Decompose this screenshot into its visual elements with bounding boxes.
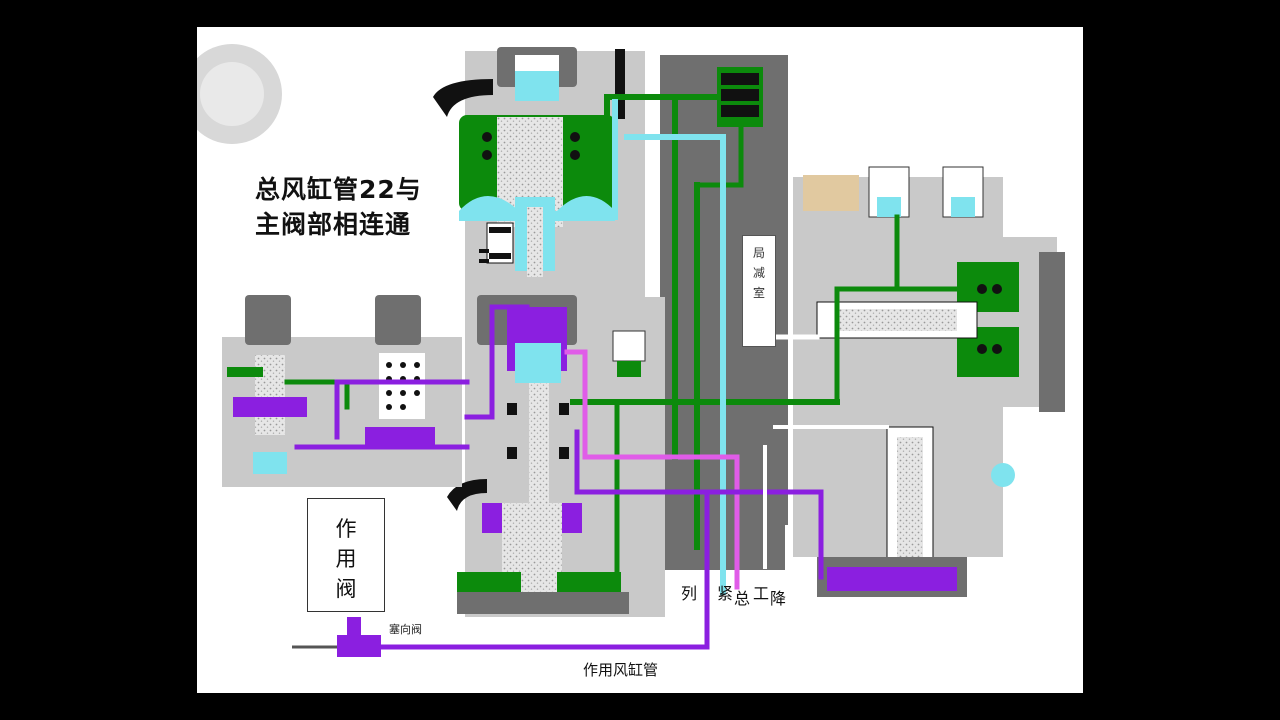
check-valve (337, 635, 381, 657)
pipe-label: 列 (681, 584, 698, 603)
pipe-label: 紧 (717, 584, 734, 603)
reducing-chamber-char: 局 (752, 246, 765, 260)
slide: 总风缸管22与 主阀部相连通 作 用 阀 局 减 室 塞向阀 作用风缸管 列 紧… (197, 27, 1083, 693)
action-valve-char: 阀 (335, 577, 357, 601)
pipe-label: 降 (770, 589, 787, 608)
reducing-chamber-box: 局 减 室 (742, 235, 776, 347)
reducing-chamber-char: 减 (752, 266, 765, 280)
right-valve-assembly (793, 166, 1065, 597)
action-reservoir-pipe-label: 作用风缸管 (583, 661, 659, 679)
slide-title-line1: 总风缸管22与 (255, 175, 422, 204)
action-valve-char: 用 (335, 547, 357, 571)
small-center-valve (601, 327, 657, 397)
slide-title-line2: 主阀部相连通 (255, 210, 412, 239)
pipe-label: 总 (734, 589, 751, 608)
action-valve-box: 作 用 阀 (307, 498, 385, 612)
left-twin-valves (222, 295, 462, 487)
pipe-label: 工 (753, 584, 770, 603)
check-valve-label: 塞向阀 (389, 623, 422, 636)
reducing-chamber-char: 室 (752, 286, 765, 300)
pipes (284, 94, 970, 650)
action-valve-char: 作 (335, 517, 357, 541)
